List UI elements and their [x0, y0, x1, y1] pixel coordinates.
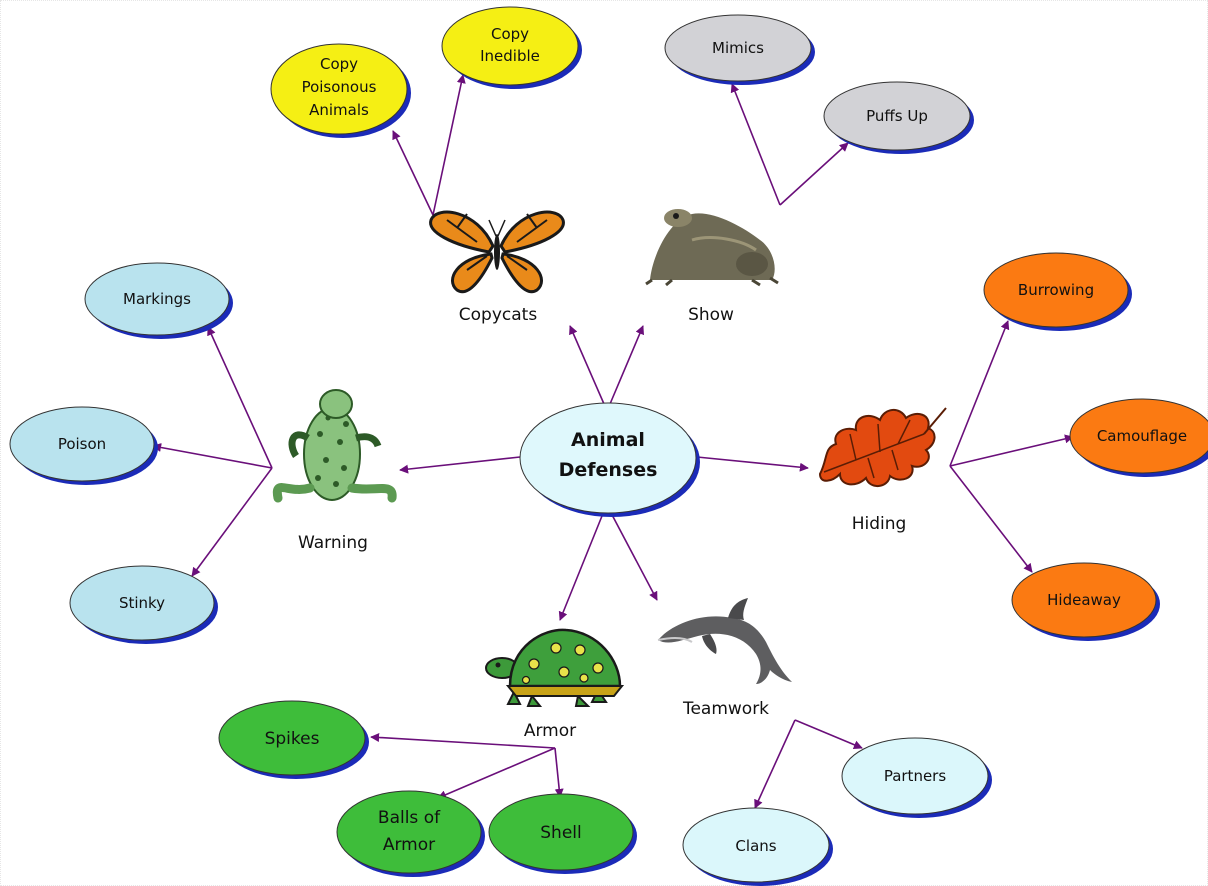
turtle-icon [486, 630, 622, 706]
node-label: Poison [58, 435, 106, 453]
center-title-line: Animal [571, 429, 645, 451]
leaf-icon [820, 408, 946, 486]
node-label-line: Armor [383, 835, 435, 855]
category-label-show: Show [688, 305, 734, 325]
category-label-teamwork: Teamwork [682, 699, 769, 719]
node-label: Mimics [712, 39, 764, 57]
category-label-warning: Warning [298, 533, 368, 553]
link-show-puffs-up [780, 143, 848, 205]
node-label: Burrowing [1018, 281, 1094, 299]
node-stinky[interactable]: Stinky [70, 566, 218, 644]
node-markings[interactable]: Markings [85, 263, 233, 339]
node-label-line: Balls of [378, 808, 441, 828]
node-label-line: Poisonous [302, 78, 377, 96]
node-label: Spikes [265, 729, 320, 749]
link-show-mimics [732, 84, 780, 205]
node-label-line: Copy [320, 55, 358, 73]
node-label: Shell [540, 823, 581, 843]
node-label: Camouflage [1097, 427, 1187, 445]
node-shell[interactable]: Shell [489, 794, 637, 874]
node-partners[interactable]: Partners [842, 738, 992, 818]
node-puffs-up[interactable]: Puffs Up [824, 82, 974, 154]
node-label-line: Inedible [480, 47, 540, 65]
node-clans[interactable]: Clans [683, 808, 833, 886]
link-warning-stinky [192, 468, 272, 576]
node-label: Partners [884, 767, 947, 785]
node-spikes[interactable]: Spikes [219, 701, 369, 779]
category-label-copycats: Copycats [459, 305, 538, 325]
toad-icon [646, 209, 778, 285]
center-node[interactable]: Animal Defenses [520, 403, 700, 517]
node-hideaway[interactable]: Hideaway [1012, 563, 1160, 641]
node-burrowing[interactable]: Burrowing [984, 253, 1132, 331]
node-label: Stinky [119, 594, 165, 612]
link-copycats-inedible [433, 75, 463, 215]
link-armor-shell [555, 748, 560, 797]
link-copycats-poisonous [393, 131, 433, 215]
node-label-line: Copy [491, 25, 529, 43]
link-warning-poison [153, 446, 272, 468]
link-hiding-burrowing [950, 321, 1008, 466]
link-center-show [610, 326, 643, 404]
link-center-warning [400, 457, 520, 470]
link-center-teamwork [610, 511, 657, 600]
node-camouflage[interactable]: Camouflage [1070, 399, 1208, 477]
dolphin-icon [658, 598, 792, 684]
link-warning-markings [208, 327, 272, 468]
butterfly-icon [431, 212, 564, 292]
node-label: Markings [123, 290, 191, 308]
node-label-line: Animals [309, 101, 369, 119]
category-label-armor: Armor [524, 721, 576, 741]
node-mimics[interactable]: Mimics [665, 15, 815, 85]
link-center-hiding [697, 457, 808, 468]
link-teamwork-clans [755, 720, 795, 808]
link-teamwork-partners [795, 720, 862, 748]
center-title-line: Defenses [559, 459, 658, 481]
node-poison[interactable]: Poison [10, 407, 158, 485]
node-label: Puffs Up [866, 107, 928, 125]
link-center-copycats [570, 326, 604, 404]
link-armor-balls [438, 748, 555, 798]
link-hiding-camouflage [950, 437, 1073, 466]
node-label: Hideaway [1047, 591, 1121, 609]
node-copy-poisonous-animals[interactable]: Copy Poisonous Animals [271, 44, 411, 138]
link-center-armor [560, 511, 604, 620]
link-hiding-hideaway [950, 466, 1032, 572]
node-balls-of-armor[interactable]: Balls of Armor [337, 791, 485, 877]
node-label: Clans [735, 837, 776, 855]
category-label-hiding: Hiding [852, 514, 907, 534]
frog-icon [277, 390, 392, 500]
